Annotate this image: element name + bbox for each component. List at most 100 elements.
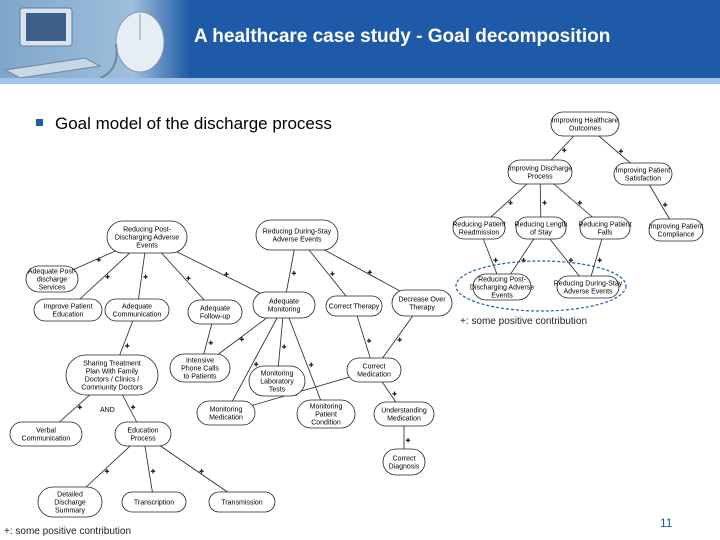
goal-node-label: Reducing During-Stay	[263, 229, 332, 236]
goal-node-label: Correct	[393, 456, 416, 463]
goal-model-diagram: ++++++++++++++++++++++++++++++++++ Impro…	[9, 111, 704, 518]
goal-node-label: Adequate	[122, 304, 152, 311]
goal-node-label: Adequate	[200, 306, 230, 313]
goal-node-label: Adequate Post-	[28, 269, 77, 276]
right-note: +: some positive contribution	[460, 316, 588, 327]
goal-node-label: of Stay	[530, 230, 552, 237]
goal-node-label: Medication	[387, 416, 421, 423]
contribution-label: +	[393, 391, 397, 398]
goal-node-label: Communication	[113, 312, 162, 319]
contribution-label: +	[367, 338, 371, 345]
goal-node-shape	[382, 448, 426, 476]
goal-node-shape	[613, 162, 673, 186]
goal-node-label: Community Doctors	[81, 385, 143, 392]
goal-node-shape	[296, 399, 356, 429]
contribution-label: +	[144, 274, 148, 281]
goal-node-correct-therapy: Correct Therapy	[325, 295, 383, 317]
goal-node-label: Communication	[22, 436, 71, 443]
goal-node-label: Services	[39, 285, 66, 292]
contribution-label: +	[663, 202, 667, 209]
contribution-label: +	[78, 404, 82, 411]
contribution-label: +	[494, 257, 498, 264]
contribution-label: +	[619, 149, 623, 156]
goal-node-label: Adverse Events	[272, 237, 322, 244]
goal-node-label: Detailed	[57, 492, 83, 499]
goal-node-label: discharge	[37, 277, 67, 284]
goal-node-shape	[37, 486, 103, 518]
goal-node-label: Medication	[357, 372, 391, 379]
goal-node-label: Improving Patient	[616, 168, 671, 175]
bullet-text: Goal model of the discharge process	[55, 114, 332, 133]
goal-node-label: Education	[127, 428, 158, 435]
goal-node-shape	[252, 291, 316, 319]
goal-node-shape	[208, 491, 276, 513]
goal-node-label: Monitoring	[310, 404, 343, 411]
contribution-label: +	[292, 271, 296, 278]
goal-node-label: Medication	[209, 415, 243, 422]
highlight-ellipse	[455, 260, 627, 312]
computer-mouse-photo	[0, 0, 190, 78]
contribution-label: +	[578, 200, 582, 207]
goal-node-label: Transmission	[221, 500, 262, 507]
contribution-edge	[225, 304, 285, 414]
goal-node-label: Reducing Post-	[123, 227, 172, 234]
goal-node-shape	[346, 357, 402, 383]
goal-node-label: Reducing Patient	[452, 222, 505, 229]
goal-node-shape	[373, 401, 435, 427]
and-label: AND	[100, 407, 115, 414]
goal-node-shape	[556, 275, 620, 299]
goal-node-label: Verbal	[36, 428, 56, 435]
contribution-label: +	[543, 200, 547, 207]
goal-node-shape	[472, 273, 532, 301]
goal-node-transcription: Transcription	[121, 491, 187, 513]
goal-node-transmission: Transmission	[208, 491, 276, 513]
goal-node-label: Readmission	[459, 230, 500, 237]
contribution-label: +	[125, 343, 129, 350]
goal-node-label: Reducing Post-	[478, 277, 527, 284]
goal-node-shape	[25, 265, 79, 293]
goal-node-label: Therapy	[409, 305, 435, 312]
goal-node-label: Intensive	[186, 358, 214, 365]
contribution-label: +	[224, 271, 228, 278]
contribution-label: +	[309, 362, 313, 369]
contribution-label: +	[562, 147, 566, 154]
goal-node-label: Process	[527, 174, 553, 181]
goal-node-label: Monitoring	[268, 307, 301, 314]
goal-node-label: Events	[491, 293, 513, 300]
goal-node-label: Adverse Events	[563, 289, 613, 296]
bullet-point: Goal model of the discharge process	[36, 114, 332, 134]
goal-node-shape	[255, 219, 339, 251]
goal-node-shape	[325, 295, 383, 317]
contribution-label: +	[282, 344, 286, 351]
goal-node-label: Improving Healthcare	[552, 118, 619, 125]
contribution-label: +	[209, 340, 213, 347]
goal-node-label: Compliance	[658, 232, 695, 239]
goal-node-label: Reducing Length	[515, 222, 568, 229]
goal-node-shape	[196, 400, 256, 426]
goal-node-label: Understanding	[381, 408, 427, 415]
contribution-label: +	[106, 274, 110, 281]
contribution-edge	[283, 304, 327, 415]
goal-node-shape	[391, 289, 453, 317]
goal-node-label: Diagnosis	[389, 464, 420, 471]
square-bullet-icon	[36, 119, 43, 127]
goal-node-shape	[648, 218, 704, 242]
goal-node-shape	[33, 298, 103, 322]
goal-node-label: Reducing Patient	[578, 222, 631, 229]
